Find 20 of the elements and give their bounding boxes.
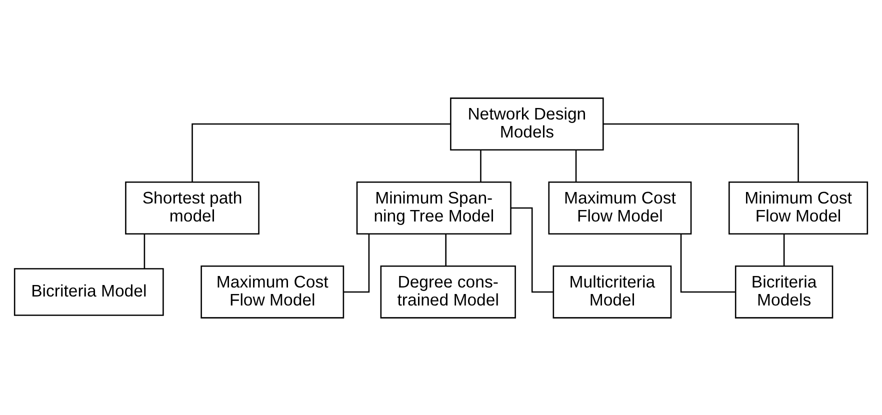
connector xyxy=(510,206,554,292)
node-box: Degree cons- trained Model xyxy=(380,265,516,318)
connector xyxy=(783,234,785,266)
node-box: Bicriteria Model xyxy=(14,268,164,316)
connector xyxy=(575,150,577,182)
connector xyxy=(344,234,370,292)
connector xyxy=(480,150,482,182)
node-box: Multicriteria Model xyxy=(552,265,672,318)
connector xyxy=(192,122,451,182)
node-box: Shortest path model xyxy=(125,181,260,234)
node-box: Minimum Cost Flow Model xyxy=(728,181,868,234)
connector xyxy=(680,234,736,292)
node-box: Bicriteria Models xyxy=(734,265,834,318)
node-box: Maximum Cost Flow Model xyxy=(548,181,692,234)
node-box: Network Design Models xyxy=(450,97,604,150)
connector xyxy=(144,234,146,268)
connector xyxy=(603,122,799,182)
connector xyxy=(445,234,446,266)
node-box: Maximum Cost Flow Model xyxy=(200,265,344,318)
node-box: Minimum Span- ning Tree Model xyxy=(356,181,512,234)
